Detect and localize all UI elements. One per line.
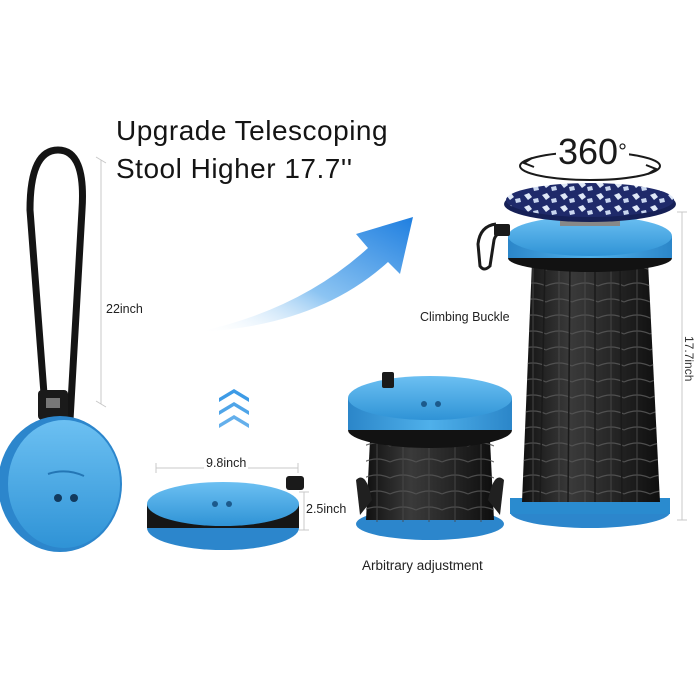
arbitrary-adjustment-caption: Arbitrary adjustment: [362, 558, 483, 573]
diameter-label: 9.8inch: [204, 456, 249, 470]
rotation-label: 360°: [556, 132, 629, 172]
hanging-stool: [0, 146, 122, 552]
upgrade-arrow-icon: [198, 217, 413, 332]
folded-height-label: 2.5inch: [306, 502, 347, 516]
chevrons-up-icon: [219, 389, 249, 428]
strap-height-label: 22inch: [106, 302, 143, 316]
strap-height-dimension: [95, 156, 107, 408]
rotation-value: 360: [558, 131, 619, 172]
headline: Upgrade Telescoping Stool Higher 17.7'': [116, 112, 388, 188]
climbing-buckle-caption: Climbing Buckle: [420, 310, 510, 324]
extended-height-dimension: [677, 211, 687, 521]
extended-stool: [476, 183, 676, 528]
folded-stool: [147, 476, 304, 550]
extended-height-label: 17.7inch: [682, 336, 696, 382]
half-extended-stool: [348, 372, 512, 540]
folded-height-dimension: [299, 491, 309, 531]
degree-symbol: °: [618, 139, 627, 164]
headline-line-2: Stool Higher 17.7'': [116, 153, 353, 184]
headline-line-1: Upgrade Telescoping: [116, 115, 389, 146]
